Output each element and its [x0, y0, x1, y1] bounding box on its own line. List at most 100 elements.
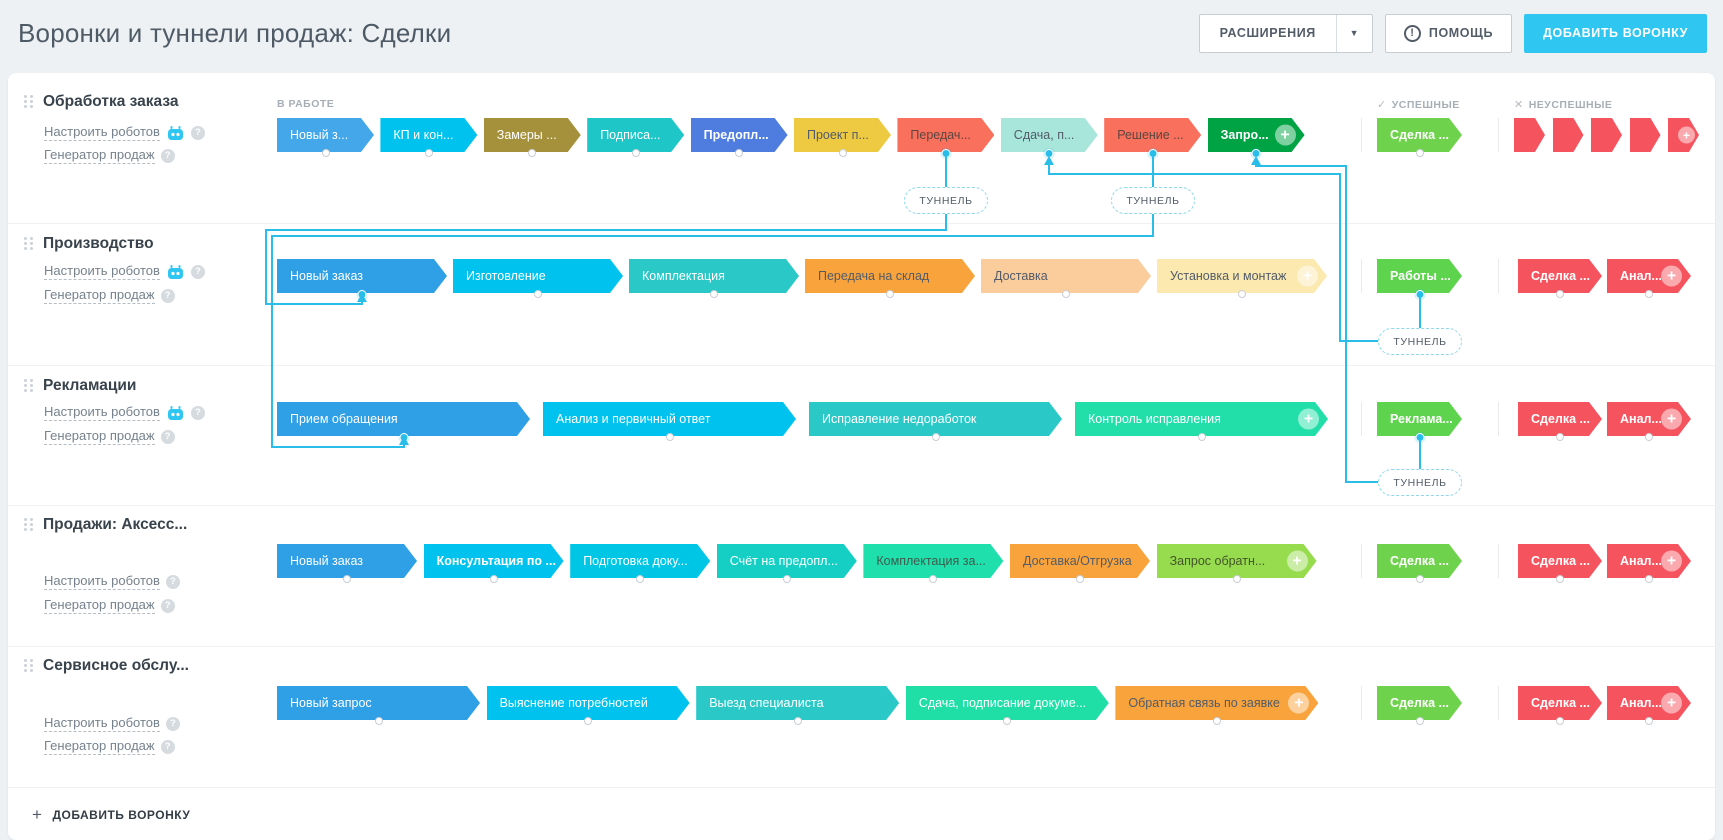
- stage[interactable]: Передач...: [897, 118, 994, 158]
- stage[interactable]: Прием обращения: [277, 402, 530, 442]
- add-stage-icon[interactable]: +: [1661, 692, 1682, 714]
- stage[interactable]: Запро...+: [1208, 118, 1305, 158]
- stage-unnamed[interactable]: [1630, 118, 1661, 152]
- tunnel-handle[interactable]: [1645, 717, 1653, 725]
- stage[interactable]: Сдача, подписание докуме...: [906, 686, 1109, 725]
- stage-body[interactable]: Реклама...: [1377, 402, 1462, 436]
- stage[interactable]: Консультация по ...: [424, 544, 564, 583]
- sales-generator-link[interactable]: Генератор продаж?: [44, 597, 175, 614]
- tunnel-handle[interactable]: [665, 433, 674, 441]
- add-stage-icon[interactable]: +: [1288, 692, 1310, 714]
- question-icon[interactable]: ?: [160, 598, 175, 613]
- tunnel-handle[interactable]: [710, 290, 718, 298]
- stage-body[interactable]: КП и кон...: [380, 118, 477, 152]
- stage-unnamed[interactable]: [1591, 118, 1622, 152]
- stage[interactable]: Комплектация за...: [863, 544, 1003, 583]
- stage-body[interactable]: Комплектация за...: [863, 544, 1003, 578]
- stage-unnamed[interactable]: [1514, 118, 1545, 152]
- add-stage-icon[interactable]: +: [1661, 550, 1682, 572]
- funnel-name[interactable]: Продажи: Аксесс...: [43, 516, 188, 533]
- stage[interactable]: Новый запрос: [277, 686, 480, 725]
- stage[interactable]: Сделка ...: [1377, 118, 1462, 157]
- stage-body[interactable]: Исправление недоработок: [809, 402, 1062, 436]
- configure-robots-link[interactable]: Настроить роботов?: [44, 404, 205, 421]
- stage-body[interactable]: Выяснение потребностей: [487, 686, 690, 720]
- tunnel-handle[interactable]: [1076, 575, 1084, 583]
- stage-body[interactable]: Выезд специалиста: [696, 686, 899, 720]
- stage-body[interactable]: Счёт на предопл...: [717, 544, 857, 578]
- stage[interactable]: Анал...+: [1607, 259, 1691, 298]
- stage-body[interactable]: Доставка: [981, 259, 1151, 293]
- stage-body[interactable]: Новый з...: [277, 118, 374, 152]
- tunnel-handle[interactable]: [1556, 290, 1564, 298]
- tunnel-handle[interactable]: [374, 717, 383, 725]
- stage[interactable]: Установка и монтаж+: [1157, 259, 1327, 298]
- add-stage-icon[interactable]: +: [1274, 124, 1296, 146]
- tunnel-handle[interactable]: [782, 575, 791, 583]
- stage-body[interactable]: [1630, 118, 1661, 152]
- tunnel-handle[interactable]: [424, 149, 433, 157]
- stage[interactable]: Подписа...: [587, 118, 684, 157]
- configure-robots-link[interactable]: Настроить роботов?: [44, 124, 205, 141]
- tunnel-handle[interactable]: [1415, 149, 1424, 157]
- stage-body[interactable]: [1553, 118, 1584, 152]
- stage[interactable]: Предопл...: [691, 118, 788, 157]
- tunnel-dot[interactable]: [941, 149, 951, 158]
- stage[interactable]: Реклама...: [1377, 402, 1462, 442]
- help-button[interactable]: ! ПОМОЩЬ: [1384, 13, 1513, 53]
- tunnel-handle[interactable]: [1556, 717, 1564, 725]
- extensions-button[interactable]: РАСШИРЕНИЯ ▼: [1198, 13, 1373, 53]
- stage-body[interactable]: [1591, 118, 1622, 152]
- sales-generator-link[interactable]: Генератор продаж?: [44, 428, 175, 445]
- stage[interactable]: Решение ...: [1104, 118, 1201, 158]
- add-funnel-footer-button[interactable]: + ДОБАВИТЬ ВОРОНКУ: [32, 806, 190, 823]
- tunnel-handle[interactable]: [735, 149, 744, 157]
- stage[interactable]: Сделка ...: [1518, 544, 1602, 583]
- stage[interactable]: Сделка ...: [1518, 259, 1602, 298]
- tunnel-badge[interactable]: ТУННЕЛЬ: [1111, 187, 1195, 214]
- stage-body[interactable]: Сделка ...: [1518, 686, 1602, 720]
- tunnel-handle[interactable]: [1645, 433, 1653, 441]
- stage-body[interactable]: Замеры ...: [484, 118, 581, 152]
- question-icon[interactable]: ?: [160, 739, 175, 754]
- stage-body[interactable]: Контроль исправления: [1075, 402, 1328, 436]
- stage-body[interactable]: Сделка ...: [1377, 118, 1462, 152]
- stage[interactable]: Работы ...: [1377, 259, 1462, 299]
- stage[interactable]: Сделка ...: [1377, 686, 1462, 725]
- tunnel-badge[interactable]: ТУННЕЛЬ: [904, 187, 988, 214]
- add-stage-icon[interactable]: +: [1298, 408, 1319, 430]
- stage-unnamed[interactable]: +: [1668, 118, 1699, 152]
- funnel-name[interactable]: Производство: [43, 235, 154, 252]
- stage-body[interactable]: [1514, 118, 1545, 152]
- stage[interactable]: Доставка/Отгрузка: [1010, 544, 1150, 583]
- question-icon[interactable]: ?: [160, 429, 175, 444]
- stage[interactable]: Контроль исправления+: [1075, 402, 1328, 441]
- stage[interactable]: Выезд специалиста: [696, 686, 899, 725]
- stage-body[interactable]: Передач...: [897, 118, 994, 152]
- stage-body[interactable]: Доставка/Отгрузка: [1010, 544, 1150, 578]
- tunnel-handle[interactable]: [1415, 717, 1424, 725]
- tunnel-dot[interactable]: [1415, 433, 1424, 442]
- stage-body[interactable]: Решение ...: [1104, 118, 1201, 152]
- add-stage-icon[interactable]: +: [1661, 265, 1682, 287]
- stage-body[interactable]: Изготовление: [453, 259, 623, 293]
- stage[interactable]: Анал...+: [1607, 686, 1691, 725]
- sales-generator-link[interactable]: Генератор продаж?: [44, 147, 175, 164]
- funnel-name[interactable]: Рекламации: [43, 377, 137, 394]
- stage-body[interactable]: Сделка ...: [1377, 544, 1462, 578]
- tunnel-handle[interactable]: [1062, 290, 1070, 298]
- stage-body[interactable]: Анализ и первичный ответ: [543, 402, 796, 436]
- stage[interactable]: КП и кон...: [380, 118, 477, 157]
- tunnel-handle[interactable]: [489, 575, 498, 583]
- tunnel-dot[interactable]: [1251, 149, 1261, 158]
- stage-body[interactable]: Прием обращения: [277, 402, 530, 436]
- question-icon[interactable]: ?: [160, 288, 175, 303]
- tunnel-handle[interactable]: [631, 149, 640, 157]
- stage-body[interactable]: Сдача, подписание докуме...: [906, 686, 1109, 720]
- stage[interactable]: Новый заказ: [277, 544, 417, 583]
- stage[interactable]: Новый заказ: [277, 259, 447, 299]
- tunnel-handle[interactable]: [793, 717, 802, 725]
- stage[interactable]: Сдача, п...: [1001, 118, 1098, 158]
- add-stage-icon[interactable]: +: [1661, 408, 1682, 430]
- stage[interactable]: Анализ и первичный ответ: [543, 402, 796, 441]
